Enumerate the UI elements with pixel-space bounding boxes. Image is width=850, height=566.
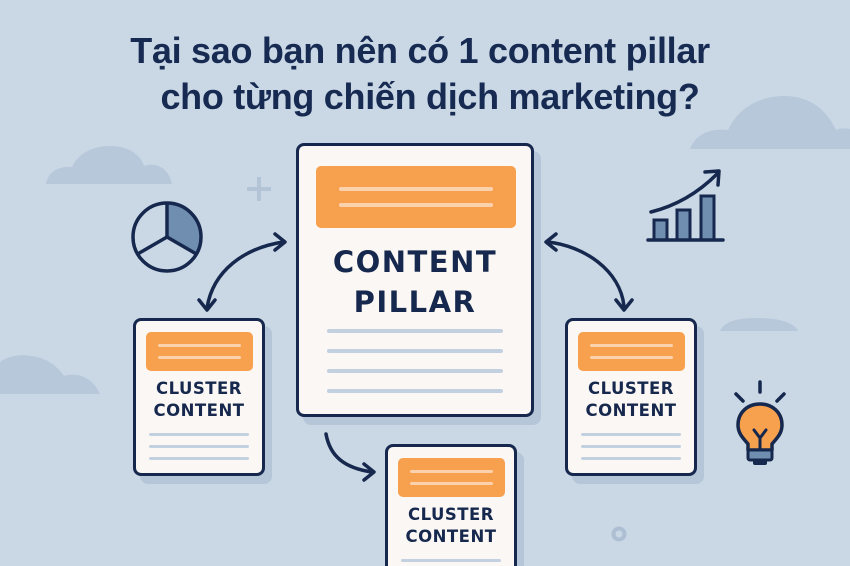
banner-line — [339, 203, 493, 207]
text-line — [149, 433, 249, 436]
arrow-pillar-to-bottom-cluster — [320, 430, 380, 486]
cluster-content-card-left: CLUSTER CONTENT — [133, 318, 265, 476]
cluster-label-line-1: CLUSTER — [587, 379, 675, 398]
text-line — [327, 329, 503, 333]
ring-icon — [611, 526, 627, 542]
text-line — [327, 349, 503, 353]
cluster-header-banner — [578, 332, 685, 371]
text-line — [581, 457, 681, 460]
banner-line — [410, 482, 493, 485]
text-line — [581, 445, 681, 448]
title-line-2: cho từng chiến dịch marketing? — [160, 76, 700, 117]
page-title: Tại sao bạn nên có 1 content pillar cho … — [0, 28, 850, 120]
plus-icon — [245, 175, 273, 203]
banner-line — [590, 356, 673, 359]
cluster-header-banner — [146, 332, 253, 371]
banner-line — [410, 470, 493, 473]
cloud-icon — [44, 146, 176, 186]
text-line — [149, 457, 249, 460]
cluster-content-card-bottom: CLUSTER CONTENT — [385, 444, 517, 566]
pillar-header-banner — [316, 166, 516, 228]
banner-line — [158, 344, 241, 347]
cloud-icon — [0, 354, 102, 396]
text-line — [327, 389, 503, 393]
cluster-label-line-1: CLUSTER — [407, 505, 495, 524]
cloud-icon — [720, 318, 800, 332]
text-line — [327, 369, 503, 373]
banner-line — [339, 187, 493, 191]
cloud-icon — [690, 94, 850, 150]
lightbulb-icon — [724, 378, 796, 470]
cluster-label-line-1: CLUSTER — [155, 379, 243, 398]
text-line — [581, 433, 681, 436]
pillar-label-line-2: PILLAR — [353, 285, 477, 319]
text-line — [149, 445, 249, 448]
banner-line — [158, 356, 241, 359]
cluster-label: CLUSTER CONTENT — [568, 378, 694, 422]
arrow-pillar-to-left-cluster — [195, 228, 295, 318]
pie-chart-icon — [130, 200, 204, 274]
content-pillar-card: CONTENT PILLAR — [296, 143, 534, 417]
banner-line — [590, 344, 673, 347]
arrow-pillar-to-right-cluster — [540, 232, 640, 318]
pillar-label: CONTENT PILLAR — [299, 242, 531, 322]
cluster-label: CLUSTER CONTENT — [388, 504, 514, 548]
text-line — [401, 559, 501, 562]
cluster-label-line-2: CONTENT — [405, 527, 497, 546]
cluster-label-line-2: CONTENT — [153, 401, 245, 420]
cluster-label: CLUSTER CONTENT — [136, 378, 262, 422]
pillar-label-line-1: CONTENT — [332, 245, 498, 279]
cluster-header-banner — [398, 458, 505, 497]
title-line-1: Tại sao bạn nên có 1 content pillar — [130, 30, 710, 71]
bar-chart-growth-icon — [645, 168, 727, 244]
cluster-content-card-right: CLUSTER CONTENT — [565, 318, 697, 476]
cluster-label-line-2: CONTENT — [585, 401, 677, 420]
